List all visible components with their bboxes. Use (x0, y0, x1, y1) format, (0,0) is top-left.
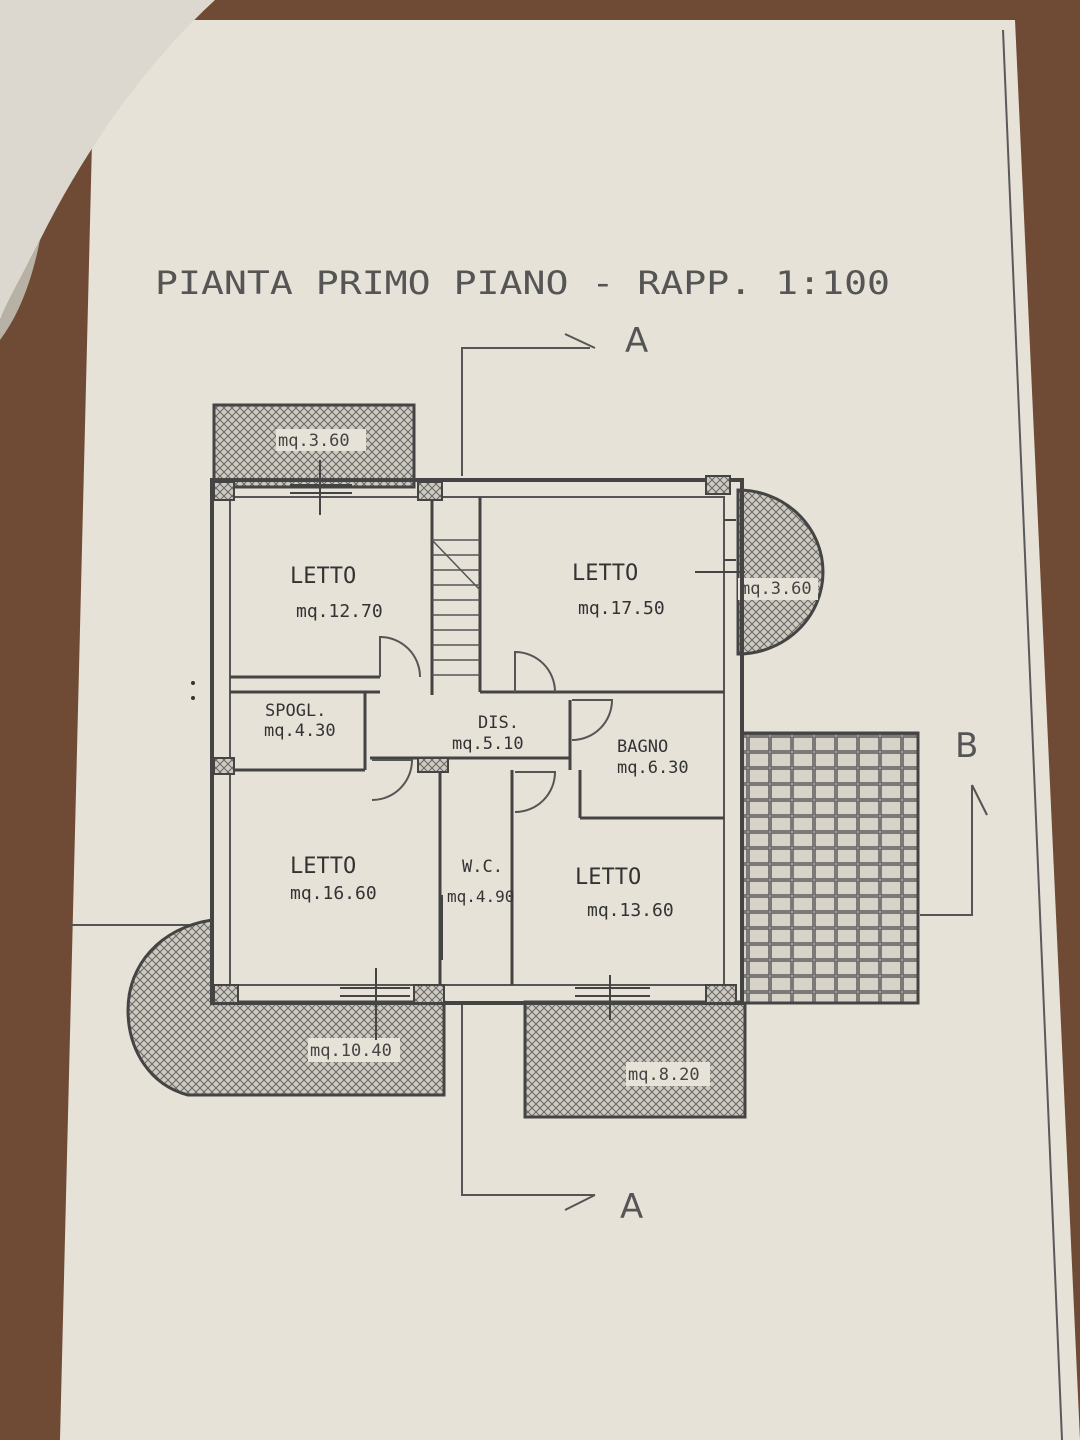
paper-curl-shadow (0, 240, 40, 340)
room-bagno-name: BAGNO (617, 737, 668, 757)
balcony-south (523, 1000, 747, 1119)
staircase (431, 539, 481, 676)
section-arrow-a-top (564, 333, 596, 349)
balcony-south-area: mq.8.20 (628, 1065, 700, 1085)
room-letto-ne-name: LETTO (572, 561, 638, 586)
balcony-southwest-label-bg (308, 1038, 400, 1062)
plan-title: PIANTA PRIMO PIANO - RAPP. 1:100 (155, 264, 890, 302)
room-labels: LETTO mq.12.70 LETTO mq.17.50 SPOGL. mq.… (264, 561, 689, 921)
balcony-east-label-bg (738, 578, 818, 600)
section-mark-b: B (955, 726, 978, 766)
balcony-east (736, 488, 825, 656)
room-dis-area: mq.5.10 (452, 734, 524, 754)
room-letto-nw-name: LETTO (290, 564, 356, 589)
balcony-top-area: mq.3.60 (278, 431, 350, 451)
section-arrow-b (971, 784, 988, 816)
room-spogl-name: SPOGL. (265, 701, 326, 721)
outer-wall (210, 478, 744, 1005)
room-wc-name: W.C. (462, 857, 503, 877)
room-letto-se-area: mq.13.60 (587, 900, 674, 921)
room-letto-ne-area: mq.17.50 (578, 598, 665, 619)
room-wc-area: mq.4.90 (447, 887, 514, 906)
section-line-b (920, 785, 973, 916)
balcony-east-area: mq.3.60 (740, 579, 812, 599)
section-mark-a-bottom: A (620, 1187, 643, 1227)
room-spogl-area: mq.4.30 (264, 721, 336, 741)
room-bagno-area: mq.6.30 (617, 758, 689, 778)
terrace-tiled (740, 731, 920, 1005)
sheet-mark (191, 681, 195, 685)
room-letto-sw-name: LETTO (290, 854, 356, 879)
windows (270, 460, 745, 1040)
balcony-top-label-bg (276, 429, 366, 451)
section-mark-a-top: A (625, 321, 648, 361)
paper-curl (0, 0, 215, 320)
room-letto-sw-area: mq.16.60 (290, 883, 377, 904)
section-arrow-a-bottom (564, 1194, 596, 1211)
room-letto-se-name: LETTO (575, 865, 641, 890)
section-line-a-top (461, 347, 590, 476)
balcony-southwest-area: mq.10.40 (310, 1041, 392, 1061)
section-line-a-bottom (461, 1005, 595, 1196)
sheet-mark-2 (191, 696, 195, 700)
room-letto-nw-area: mq.12.70 (296, 601, 383, 622)
door-swings (371, 635, 614, 813)
room-dis-name: DIS. (478, 713, 519, 733)
sheet-edge-line (1002, 29, 1063, 1440)
inner-wall-line (229, 496, 725, 986)
columns (213, 475, 737, 1004)
balcony-south-label-bg (626, 1062, 710, 1086)
